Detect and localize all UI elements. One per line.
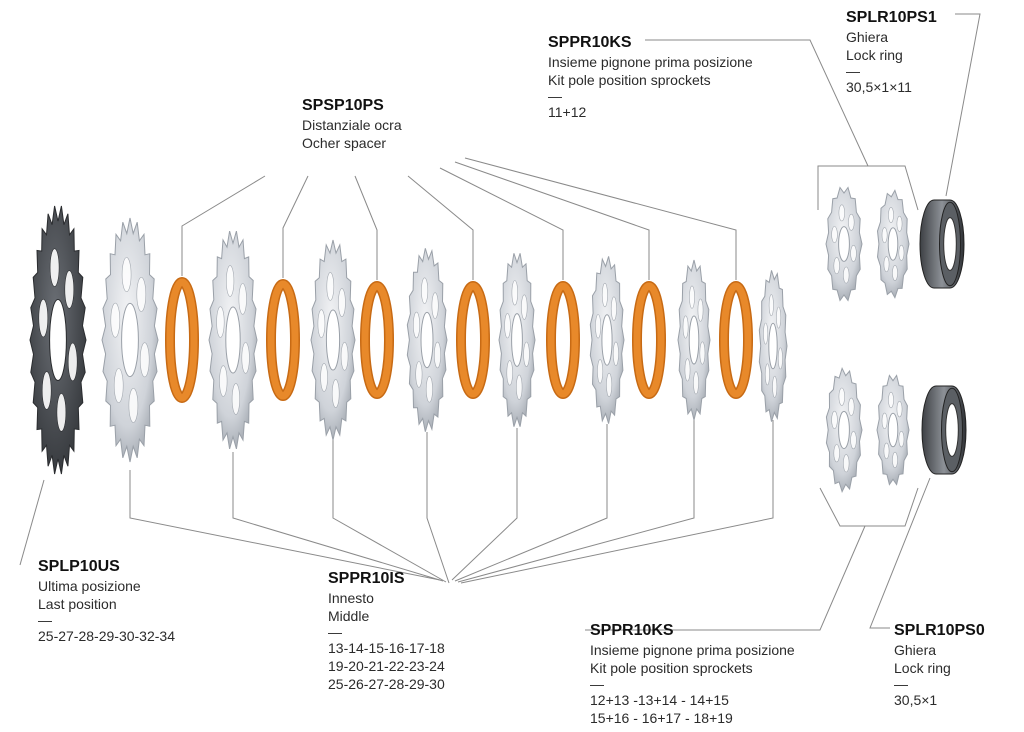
label-spsp10ps: SPSP10PS Distanziale ocra Ocher spacer bbox=[302, 97, 402, 151]
label-sppr10ks-top: SPPR10KS Insieme pignone prima posizione… bbox=[548, 34, 753, 120]
kit-top-sprocket-a bbox=[825, 186, 863, 302]
leader-sppr10is-2 bbox=[232, 452, 444, 582]
ocher-spacer-3 bbox=[360, 281, 394, 399]
ocher-spacer-4 bbox=[456, 281, 490, 399]
label-sppr10is: SPPR10IS Innesto Middle — 13-14-15-16-17… bbox=[328, 570, 445, 692]
ocher-spacer-5 bbox=[546, 281, 580, 399]
leader-spacer-3 bbox=[354, 175, 378, 280]
leader-spacer-5 bbox=[439, 167, 564, 280]
ocher-spacer-7 bbox=[719, 281, 753, 399]
leader-sppr10is-5 bbox=[451, 428, 518, 581]
leader-spacer-7 bbox=[464, 157, 737, 280]
kit-bottom-sprocket-a bbox=[825, 366, 863, 494]
sprocket-8 bbox=[758, 270, 788, 422]
ocher-spacer-1 bbox=[165, 277, 199, 403]
kit-bottom-sprocket-b bbox=[876, 374, 910, 486]
kit-top-sprocket-b bbox=[876, 189, 910, 299]
sprocket-2 bbox=[208, 230, 258, 450]
label-splr10ps0: SPLR10PS0 Ghiera Lock ring — 30,5×1 bbox=[894, 622, 985, 708]
label-splr10ps1: SPLR10PS1 Ghiera Lock ring — 30,5×1×11 bbox=[846, 9, 937, 95]
leader-sppr10ks-top-bracket-left bbox=[817, 165, 868, 210]
leader-sppr10ks-bottom bbox=[585, 525, 866, 631]
leader-sppr10is-6 bbox=[454, 424, 608, 582]
label-sppr10ks-bottom: SPPR10KS Insieme pignone prima posizione… bbox=[590, 622, 795, 726]
leader-splr10ps1 bbox=[945, 13, 981, 197]
ocher-spacer-6 bbox=[632, 281, 666, 399]
leader-sppr10is-3 bbox=[332, 440, 447, 583]
sprocket-6 bbox=[589, 256, 625, 424]
large-sprocket-splp10us bbox=[29, 205, 87, 475]
leader-spacer-2 bbox=[282, 175, 309, 278]
lockring-splr10ps0 bbox=[921, 385, 967, 475]
leader-sppr10is-1 bbox=[129, 470, 441, 581]
leader-sppr10ks-bottom-bracket bbox=[819, 487, 919, 527]
leader-sppr10is-4 bbox=[426, 432, 450, 584]
leader-lines bbox=[19, 13, 981, 631]
label-splp10us: SPLP10US Ultima posizione Last position … bbox=[38, 558, 175, 644]
leader-sppr10is-8 bbox=[460, 420, 774, 584]
leader-splp10us bbox=[19, 479, 45, 566]
leader-spacer-1 bbox=[181, 175, 266, 276]
sprocket-1 bbox=[101, 217, 159, 463]
leader-splr10ps0 bbox=[869, 477, 931, 629]
leader-spacer-4 bbox=[407, 175, 474, 280]
leader-sppr10ks-top-bracket-right bbox=[868, 165, 919, 211]
leader-spacer-6 bbox=[454, 161, 650, 280]
ocher-spacer-2 bbox=[266, 279, 300, 401]
lockring-splr10ps1 bbox=[919, 199, 965, 289]
sprocket-3 bbox=[310, 239, 356, 441]
sprocket-7 bbox=[677, 259, 711, 421]
cassette-parts bbox=[29, 186, 967, 494]
sprocket-4 bbox=[406, 248, 448, 432]
sprocket-5 bbox=[498, 253, 536, 427]
leader-sppr10ks-top bbox=[645, 39, 869, 167]
leader-sppr10is-7 bbox=[457, 420, 695, 583]
